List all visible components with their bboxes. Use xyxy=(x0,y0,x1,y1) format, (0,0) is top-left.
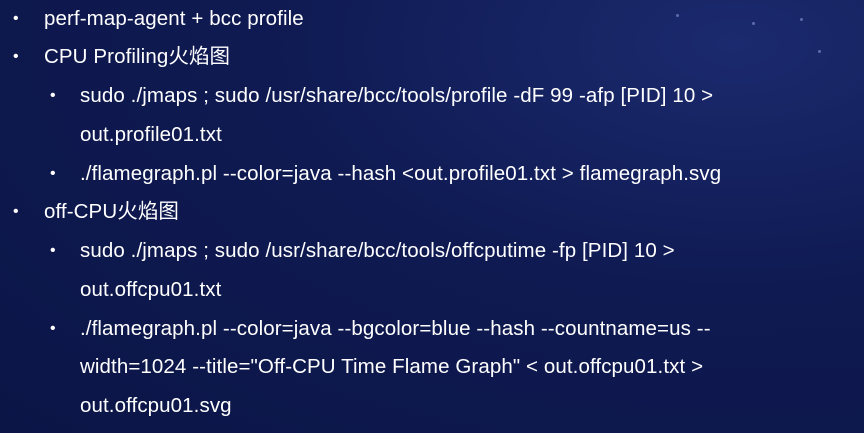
bullet-icon: • xyxy=(50,87,56,104)
decorative-star xyxy=(800,18,803,21)
bullet-text: off-CPU火焰图 xyxy=(44,200,180,223)
bullet-text: out.offcpu01.svg xyxy=(80,394,232,417)
bullet-text: sudo ./jmaps ; sudo /usr/share/bcc/tools… xyxy=(80,239,675,262)
bullet-icon: • xyxy=(50,320,56,337)
bullet-text: out.offcpu01.txt xyxy=(80,278,222,301)
bullet-text: perf-map-agent + bcc profile xyxy=(44,7,304,30)
bullet-icon: • xyxy=(50,165,56,182)
bullet-icon: • xyxy=(50,242,56,259)
bullet-icon: • xyxy=(13,10,19,27)
bullet-icon: • xyxy=(13,203,19,220)
bullet-text: ./flamegraph.pl --color=java --hash <out… xyxy=(80,162,722,185)
bullet-text: out.profile01.txt xyxy=(80,123,222,146)
decorative-star xyxy=(752,22,755,25)
bullet-text: width=1024 --title="Off-CPU Time Flame G… xyxy=(80,355,704,378)
bullet-text: CPU Profiling火焰图 xyxy=(44,45,231,68)
decorative-star xyxy=(818,50,821,53)
bullet-text: ./flamegraph.pl --color=java --bgcolor=b… xyxy=(80,317,711,340)
bullet-text: sudo ./jmaps ; sudo /usr/share/bcc/tools… xyxy=(80,84,714,107)
decorative-star xyxy=(676,14,679,17)
bullet-icon: • xyxy=(13,48,19,65)
